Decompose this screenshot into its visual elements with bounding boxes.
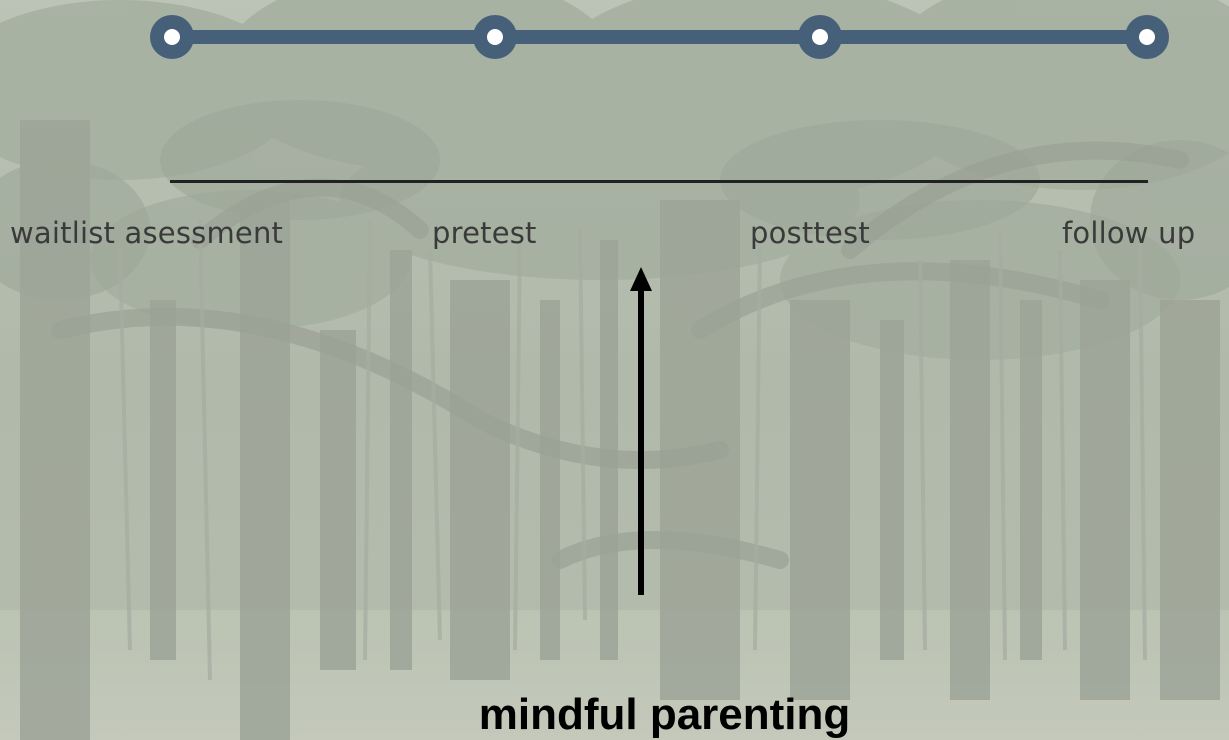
stage-label-pretest: pretest [432, 216, 537, 250]
timeline-node-0 [150, 15, 194, 59]
timeline-divider-line [170, 180, 1148, 183]
stage-label-waitlist-assessment: waitlist asessment [10, 216, 284, 250]
stage-label-posttest: posttest [750, 216, 870, 250]
stage-label-follow-up: follow up [1062, 216, 1196, 250]
timeline-node-2 [798, 15, 842, 59]
timeline-node-1 [473, 15, 517, 59]
up-arrow-icon [630, 267, 652, 595]
intervention-label: mindful parenting [478, 690, 851, 739]
timeline-track [150, 15, 1169, 59]
timeline-node-3 [1125, 15, 1169, 59]
